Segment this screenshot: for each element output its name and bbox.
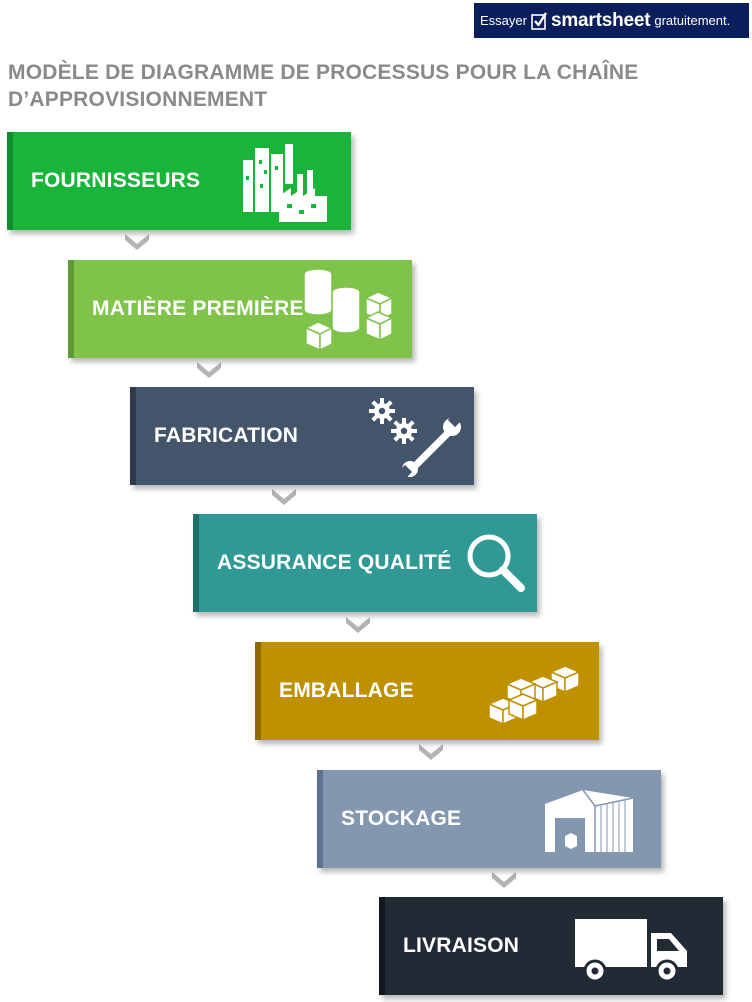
- title-line-2: D’APPROVISIONNEMENT: [8, 88, 268, 111]
- step-fournisseurs: FOURNISSEURS: [7, 132, 351, 230]
- step-accent-bar: [379, 897, 385, 995]
- step-label: EMBALLAGE: [279, 679, 414, 702]
- connector-arrow: [197, 362, 221, 378]
- packages-icon: [487, 665, 581, 726]
- connector-arrow: [419, 744, 443, 760]
- raw-materials-icon: [303, 268, 394, 352]
- connector-arrow: [346, 617, 370, 633]
- smartsheet-check-icon: [531, 11, 547, 30]
- step-fabrication: FABRICATION: [130, 387, 474, 485]
- step-label: LIVRAISON: [403, 934, 520, 957]
- step-assurance-qualite: ASSURANCE QUALITÉ: [193, 514, 537, 612]
- banner-brand: smartsheet: [550, 9, 651, 31]
- gears-wrench-icon: [369, 398, 463, 477]
- step-accent-bar: [130, 387, 136, 485]
- step-accent-bar: [317, 770, 323, 868]
- step-label: MATIÈRE PREMIÈRE: [92, 297, 304, 320]
- title-line-1: MODÈLE DE DIAGRAMME DE PROCESSUS POUR LA…: [8, 61, 639, 84]
- magnifier-icon: [467, 534, 525, 592]
- smartsheet-banner[interactable]: Essayer smartsheet gratuitement.: [474, 3, 749, 38]
- step-label: STOCKAGE: [341, 807, 462, 830]
- step-stockage: STOCKAGE: [317, 770, 661, 868]
- page-title: MODÈLE DE DIAGRAMME DE PROCESSUS POUR LA…: [8, 59, 708, 113]
- step-label: FOURNISSEURS: [31, 169, 201, 192]
- step-matiere-premiere: MATIÈRE PREMIÈRE: [68, 260, 412, 358]
- step-accent-bar: [68, 260, 74, 358]
- banner-prefix: Essayer: [480, 13, 527, 28]
- truck-icon: [575, 919, 687, 983]
- factory-icon: [243, 144, 327, 222]
- step-accent-bar: [255, 642, 261, 740]
- warehouse-icon: [545, 789, 634, 852]
- step-livraison: LIVRAISON: [379, 897, 723, 995]
- step-emballage: EMBALLAGE: [255, 642, 599, 740]
- step-label: FABRICATION: [154, 424, 299, 447]
- banner-suffix: gratuitement.: [654, 13, 731, 28]
- step-label: ASSURANCE QUALITÉ: [217, 551, 452, 574]
- step-accent-bar: [7, 132, 13, 230]
- connector-arrow: [125, 234, 149, 250]
- connector-arrow: [272, 489, 296, 505]
- connector-arrow: [492, 872, 516, 888]
- step-accent-bar: [193, 514, 199, 612]
